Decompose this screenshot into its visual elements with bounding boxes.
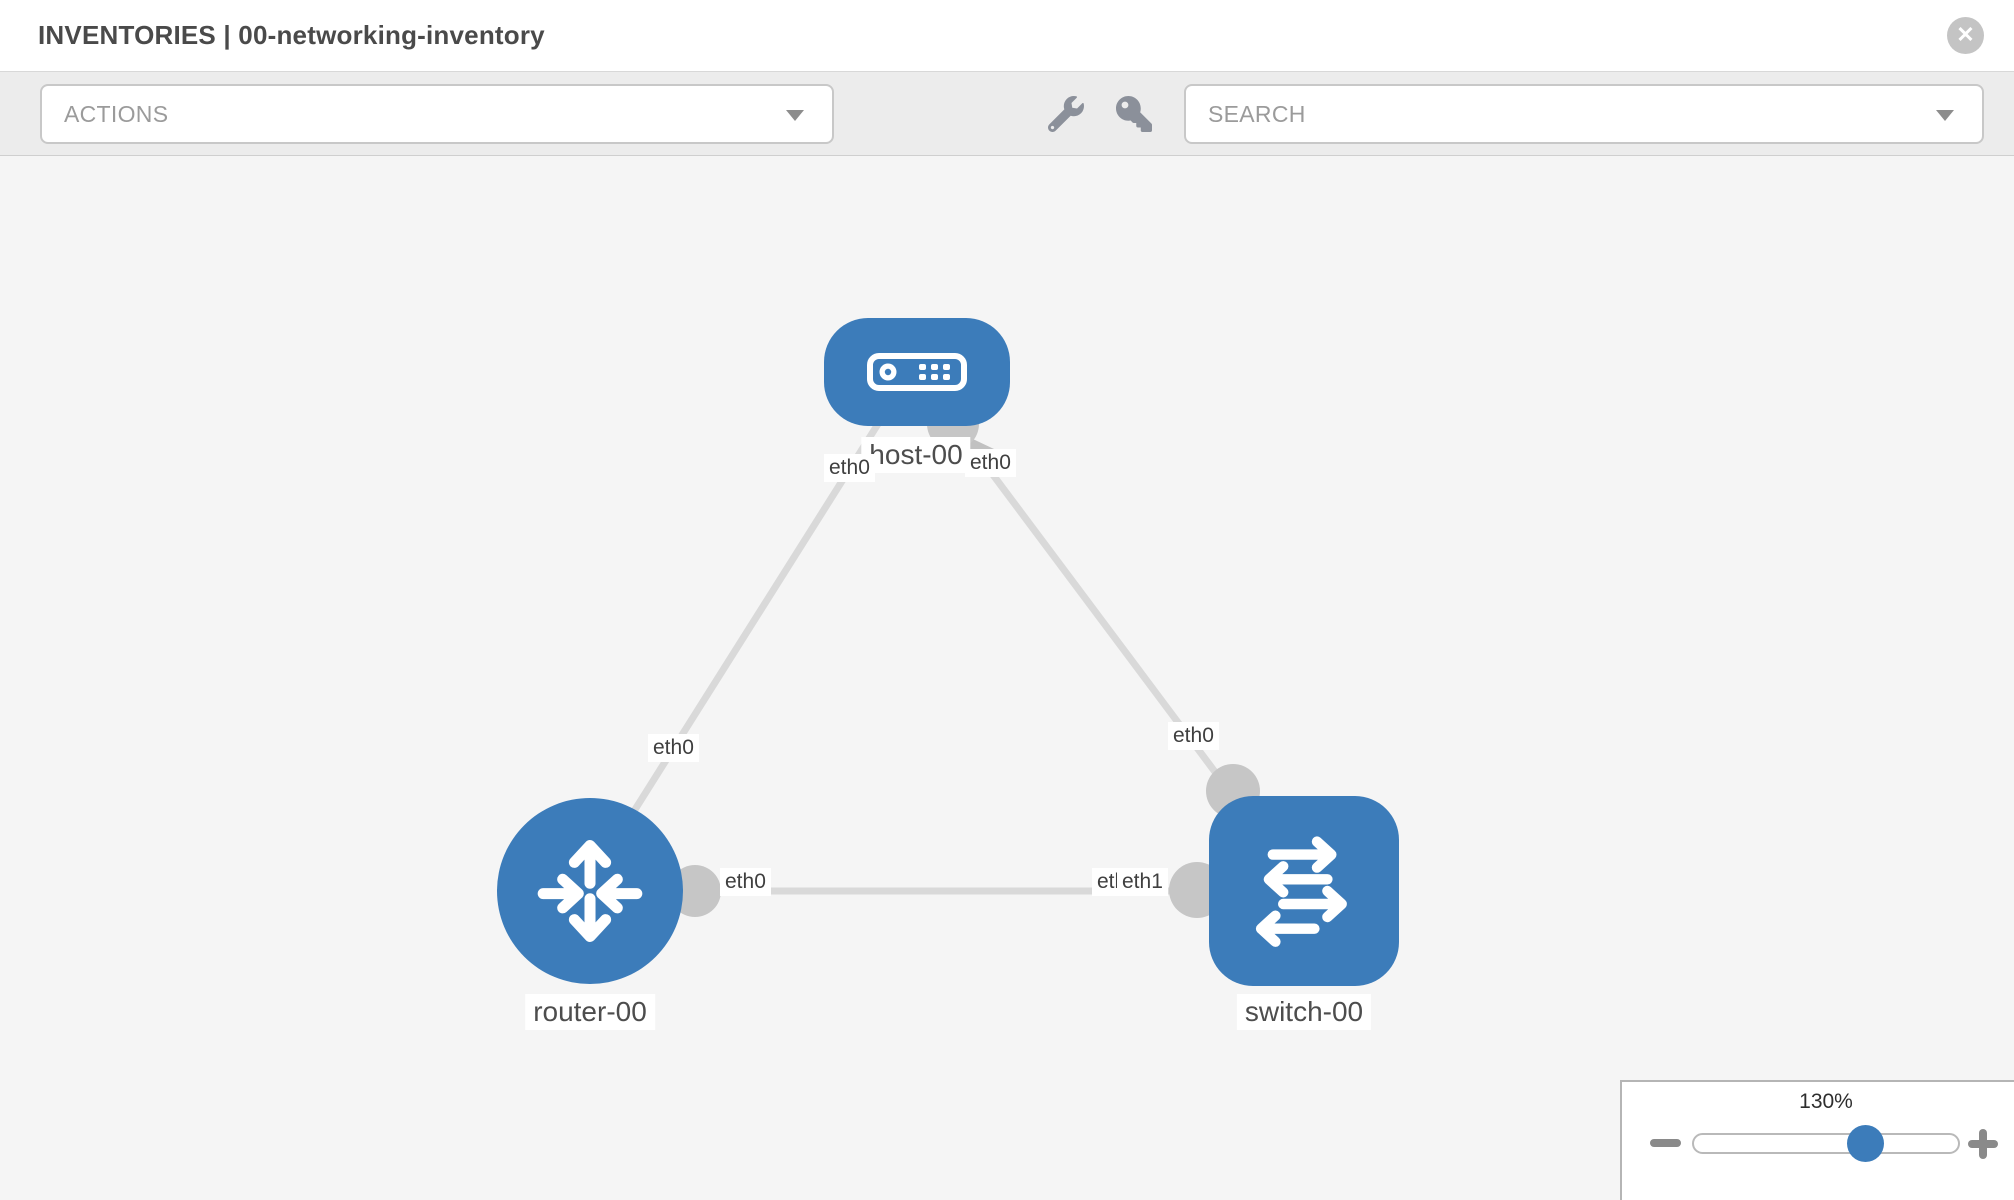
- iface-label-switch-eth1: eth1: [1117, 868, 1168, 896]
- breadcrumb-header: INVENTORIES | 00-networking-inventory ✕: [0, 0, 2014, 72]
- node-router-00[interactable]: [497, 798, 683, 984]
- switch-icon: [1255, 836, 1347, 947]
- configure-button[interactable]: [1047, 96, 1084, 133]
- key-icon: [1116, 96, 1152, 132]
- node-label-switch-00: switch-00: [1236, 994, 1372, 1030]
- actions-dropdown[interactable]: ACTIONS: [40, 84, 834, 144]
- router-icon: [537, 839, 643, 943]
- zoom-slider-track[interactable]: [1692, 1133, 1960, 1154]
- chevron-down-icon: [786, 110, 804, 121]
- topology-canvas[interactable]: host-00 router-00 switch-00 eth0 eth0 et…: [0, 156, 2014, 1200]
- actions-dropdown-label: ACTIONS: [64, 101, 169, 127]
- iface-label-switch-eth0-uplink: eth0: [1168, 722, 1219, 750]
- iface-label-host-eth0-left: eth0: [824, 454, 875, 482]
- key-button[interactable]: [1116, 96, 1152, 132]
- close-icon: ✕: [1956, 22, 1975, 47]
- close-button[interactable]: ✕: [1947, 17, 1984, 54]
- iface-label-host-eth0-right: eth0: [965, 449, 1016, 477]
- node-switch-00[interactable]: [1209, 796, 1399, 986]
- search-dropdown-label: SEARCH: [1208, 101, 1306, 127]
- iface-label-router-eth0-bottom: eth0: [720, 868, 771, 896]
- toolbar: ACTIONS SEARCH: [0, 72, 2014, 156]
- zoom-in-button[interactable]: [1968, 1129, 1998, 1159]
- topology-links-layer: [609, 398, 1260, 918]
- node-label-router-00: router-00: [525, 994, 655, 1030]
- search-dropdown[interactable]: SEARCH: [1184, 84, 1984, 144]
- page-title: INVENTORIES | 00-networking-inventory: [38, 20, 545, 50]
- chevron-down-icon: [1936, 110, 1954, 121]
- wrench-icon: [1047, 96, 1084, 133]
- iface-label-router-eth0-uplink: eth0: [648, 734, 699, 762]
- node-label-host-00: host-00: [861, 437, 971, 473]
- zoom-level-value: 130%: [1799, 1090, 1853, 1113]
- zoom-slider-thumb[interactable]: [1847, 1125, 1884, 1162]
- node-host-00[interactable]: [824, 318, 1010, 426]
- zoom-panel: 130%: [1620, 1080, 2014, 1200]
- link-host-router[interactable]: [609, 422, 881, 848]
- host-icon: [867, 353, 967, 391]
- plus-icon: [1979, 1129, 1987, 1159]
- zoom-out-button[interactable]: [1650, 1139, 1681, 1147]
